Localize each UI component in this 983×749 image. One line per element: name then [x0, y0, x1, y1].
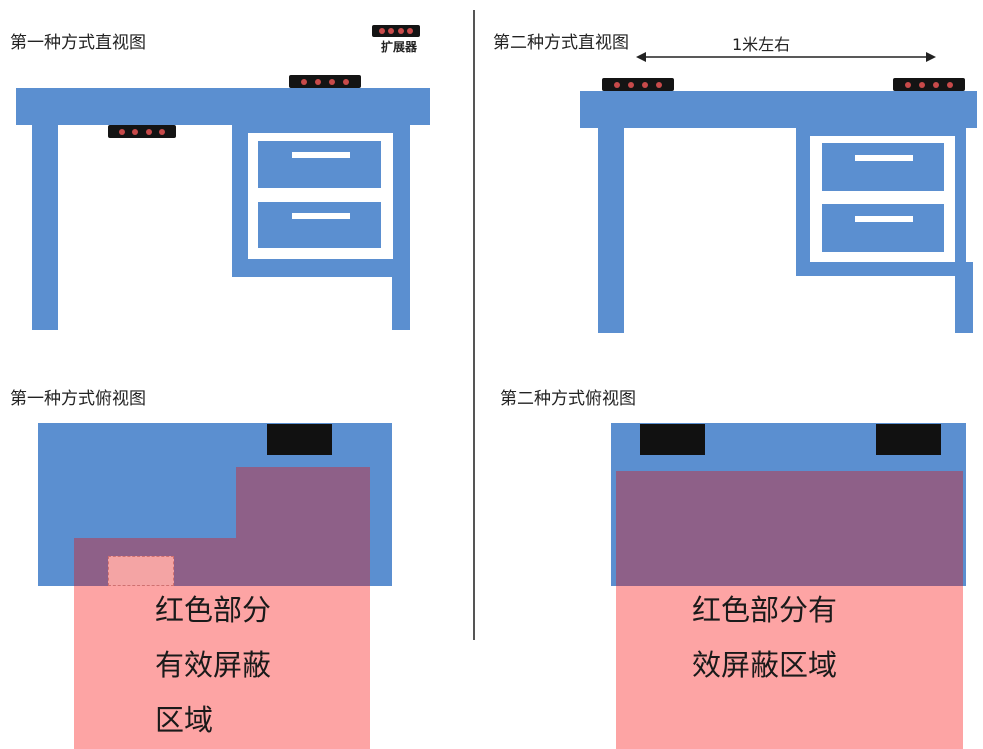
left-top-view-title: 第一种方式俯视图 [10, 389, 146, 409]
desk-left-leg [32, 125, 58, 330]
left-front-view-title: 第一种方式直视图 [10, 33, 146, 53]
view-divider-line [473, 10, 475, 640]
desk-left-leg [598, 128, 624, 333]
shield-text-line2: 有效屏蔽 [155, 648, 272, 682]
drawer-upper [258, 141, 381, 188]
shield-overlap-area [616, 471, 963, 586]
desk-top-surface [16, 88, 430, 125]
drawer-lower [822, 204, 944, 252]
extender-device-on-desk [289, 75, 361, 88]
drawer-handle-upper [292, 152, 350, 158]
shield-text-line1: 红色部分有 [692, 593, 838, 627]
drawer-lower [258, 202, 381, 248]
desk-top-surface [580, 91, 977, 128]
desk-right-leg [955, 262, 973, 333]
extender-footprint-right [876, 424, 941, 455]
drawer-handle-upper [855, 155, 913, 161]
shield-area-pink [616, 586, 963, 749]
distance-arrow [636, 52, 936, 62]
shield-text-line1: 红色部分 [155, 593, 272, 627]
right-front-view-title: 第二种方式直视图 [493, 33, 629, 53]
extender-device-under-desk [108, 125, 176, 138]
extender-legend-label: 扩展器 [381, 40, 418, 54]
extender-footprint [267, 424, 332, 455]
drawer-upper [822, 143, 944, 191]
desk-right-leg [392, 259, 410, 330]
extender-legend-icon [372, 25, 420, 37]
shield-text-line3: 区域 [155, 703, 214, 737]
shield-area-pink [74, 586, 370, 749]
under-desk-extender-footprint [108, 556, 174, 586]
drawer-handle-lower [855, 216, 913, 222]
extender-device-right [893, 78, 965, 91]
right-top-view-title: 第二种方式俯视图 [500, 389, 636, 409]
distance-label: 1米左右 [732, 35, 791, 54]
extender-footprint-left [640, 424, 705, 455]
extender-device-left [602, 78, 674, 91]
shield-text-line2: 效屏蔽区域 [692, 648, 838, 682]
drawer-handle-lower [292, 213, 350, 219]
